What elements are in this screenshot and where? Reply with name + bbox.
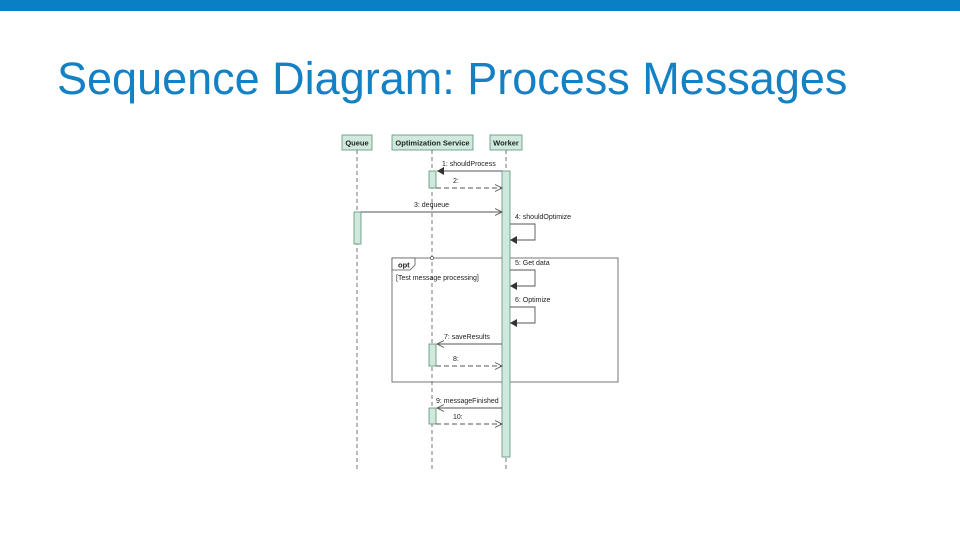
opt-fragment-operator: opt: [398, 261, 410, 270]
activation-queue: [353, 211, 362, 245]
message-5-arrow: [510, 269, 536, 290]
activation-worker: [501, 170, 511, 458]
participant-label-optimization-service: Optimization Service: [395, 139, 469, 148]
participant-label-worker: Worker: [493, 139, 519, 148]
message-3-label: 3: dequeue: [414, 202, 449, 209]
activation-opt-2: [428, 343, 437, 367]
message-2-label: 2:: [453, 178, 459, 185]
message-5-label: 5: Get data: [515, 260, 550, 267]
message-6-label: 6: Optimize: [515, 297, 551, 304]
message-1-label: 1: shouldProcess: [442, 161, 496, 168]
message-4-arrow: [510, 223, 536, 244]
opt-fragment-guard: [Test message processing]: [396, 275, 479, 282]
message-9-label: 9: messageFinished: [436, 398, 499, 405]
activation-opt-3: [428, 407, 437, 425]
message-6-arrow: [510, 306, 536, 327]
message-4-label: 4: shouldOptimize: [515, 214, 571, 221]
message-10-label: 10:: [453, 414, 463, 421]
activation-opt-1: [428, 170, 437, 189]
participant-box-optimization-service: [391, 134, 474, 151]
message-8-label: 8:: [453, 356, 459, 363]
opt-fragment-tab: [391, 257, 416, 271]
participant-label-queue: Queue: [345, 139, 368, 148]
top-accent-bar: [0, 0, 960, 11]
message-7-label: 7: saveResults: [444, 334, 490, 341]
slide-title: Sequence Diagram: Process Messages: [57, 53, 848, 104]
fragment-lifeline-marker-opt: [430, 256, 434, 260]
